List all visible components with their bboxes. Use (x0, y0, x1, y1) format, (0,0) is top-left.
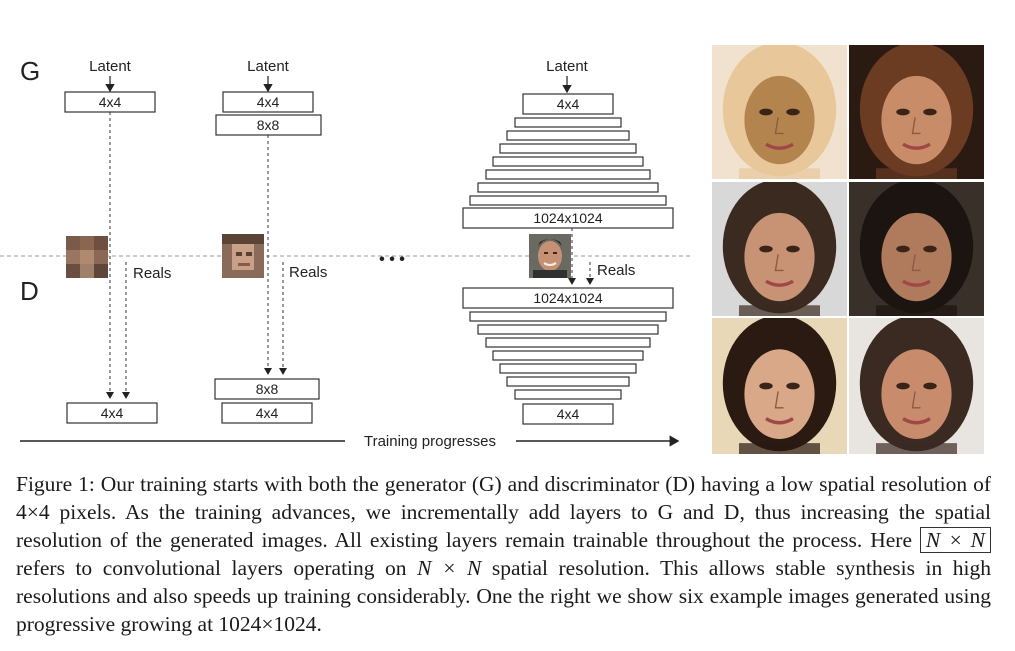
d-block: 4x4 (66, 402, 158, 424)
generated-face-6 (849, 318, 984, 454)
reals-label: Reals (289, 264, 327, 281)
svg-text:4x4: 4x4 (99, 94, 122, 110)
figure-caption: Figure 1: Our training starts with both … (16, 470, 991, 638)
generated-face-5 (712, 318, 847, 454)
pixelated-face-4x4 (66, 236, 108, 278)
ellipsis: • • • (379, 251, 405, 268)
d-block: 4x4 (522, 403, 614, 425)
latent-label: Latent (89, 58, 132, 75)
svg-text:1024x1024: 1024x1024 (533, 210, 603, 226)
discriminator-label: D (20, 276, 39, 306)
svg-text:4x4: 4x4 (557, 96, 580, 112)
reals-label: Reals (133, 265, 171, 282)
g-block: 1024x1024 (462, 207, 674, 229)
svg-text:8x8: 8x8 (256, 381, 279, 397)
d-block: 8x8 (214, 378, 320, 400)
generator-label: G (20, 56, 40, 86)
generated-face-4 (849, 182, 984, 316)
svg-text:1024x1024: 1024x1024 (533, 290, 603, 306)
svg-text:4x4: 4x4 (101, 405, 124, 421)
pixelated-face-8x8 (222, 234, 264, 278)
generated-face-3 (712, 182, 847, 316)
svg-text:4x4: 4x4 (557, 406, 580, 422)
g-intermediate-blocks (469, 117, 667, 206)
progressive-gan-diagram: G D Latent 4x4 Reals 4x4 La (0, 56, 690, 450)
d-block: 4x4 (221, 402, 313, 424)
g-block: 4x4 (64, 91, 156, 113)
boxed-nxn: N × N (919, 527, 991, 553)
latent-label: Latent (546, 58, 589, 75)
latent-label: Latent (247, 58, 290, 75)
generated-face-1 (712, 45, 847, 179)
g-block: 8x8 (215, 114, 322, 136)
d-intermediate-blocks (469, 311, 667, 400)
g-block: 4x4 (222, 91, 314, 113)
reals-label: Reals (597, 262, 635, 279)
generated-face-2 (849, 45, 984, 179)
g-block: 4x4 (522, 93, 614, 115)
svg-text:4x4: 4x4 (257, 94, 280, 110)
d-block: 1024x1024 (462, 287, 674, 309)
caption-text-3: spatial resolution. This allows stable s… (16, 556, 991, 636)
caption-text-1: Figure 1: Our training starts with both … (16, 472, 991, 552)
caption-nxn: N × N (417, 556, 482, 580)
caption-text-2: refers to convolutional layers operating… (16, 556, 407, 580)
svg-text:8x8: 8x8 (257, 117, 280, 133)
svg-text:4x4: 4x4 (256, 405, 279, 421)
progress-label: Training progresses (364, 433, 496, 450)
real-face-thumbnail (529, 234, 571, 278)
